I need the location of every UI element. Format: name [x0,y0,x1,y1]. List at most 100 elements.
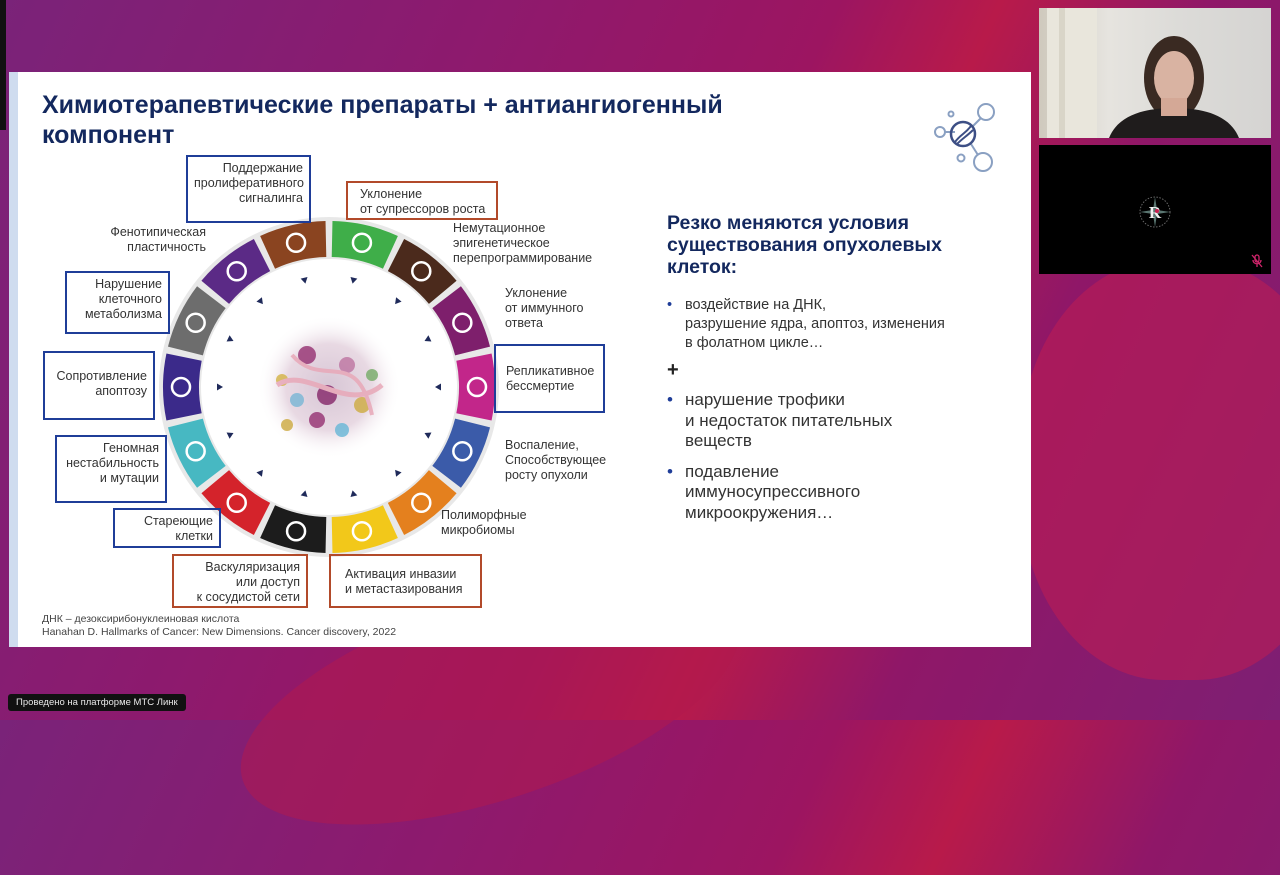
background-edge [0,0,6,130]
arrow-inward-icon [226,335,234,342]
bullet-line: микроокружения… [685,502,834,522]
chromatin-icon [452,312,473,334]
bullet-item: • подавление иммуносупрессивного микроок… [667,462,1017,524]
label-line: Уклонение [360,187,423,201]
label-line: Нарушение [95,277,162,291]
bullet-line: разрушение ядра, апоптоз, изменения [685,316,945,332]
slide-side-strip [9,72,18,647]
arrow-turn-icon [351,232,373,253]
label-polymorphic-microbiomes: Полиморфные микробиомы [441,508,551,538]
bullet-list: • воздействие на ДНК, разрушение ядра, а… [667,296,1017,523]
dna-molecule-icon [934,103,995,172]
pacman-cell-segment [456,353,495,421]
bullet-icon: • [667,461,673,481]
bullet-line: и недостаток питательных [685,410,893,430]
bullet-line: подавление [685,461,780,481]
speaker-video-image [1047,8,1239,138]
label-line: и метастазирования [345,582,463,596]
label-line: Уклонение [505,286,568,300]
blood-vessel-icon [226,492,247,513]
label-line: ответа [505,316,543,330]
label-line: Немутационное [453,221,546,235]
label-line: сигналинга [238,191,303,205]
leaf-icon [185,440,206,462]
label-line: Репликативное [506,364,595,378]
bacteria-segment [331,505,398,553]
mic-muted-icon[interactable] [1251,254,1263,268]
bullet-line: иммуносупрессивного [685,482,861,501]
dna-helix-icon [170,376,192,398]
bullet-item: • воздействие на ДНК, разрушение ядра, а… [667,296,1017,353]
label-vascularization: Васкуляризация или доступ к сосудистой с… [172,554,308,608]
background-shape [1020,260,1280,680]
cross-icon [185,312,206,334]
label-replicative-immortality: Репликативное бессмертие [494,344,605,413]
label-line: или доступ [235,575,300,589]
title-line-1: Химиотерапевтические препараты + антианг… [42,91,723,119]
bullet-item: • нарушение трофики и недостаток питател… [667,390,1017,452]
label-line: пролиферативного [194,176,304,190]
arrow-inward-icon [350,277,358,284]
footnote-abbreviation: ДНК – дезоксирибонуклеиновая кислота [42,613,240,625]
label-line: апоптозу [95,384,147,398]
infinity-segment [432,418,491,488]
bullet-line: нарушение трофики [685,390,845,409]
label-line: пластичность [127,240,206,254]
chromatin-segment [432,286,491,356]
label-line: Активация инвазии [345,567,457,581]
r-compass-logo-icon: R [1139,196,1171,228]
arrow-inward-icon [256,297,263,305]
no-entry-segment [387,238,457,304]
label-line: Геномная [103,441,159,455]
label-phenotypic-plasticity: Фенотипическая пластичность [89,225,206,255]
cross-segment [167,286,226,356]
svg-text:R: R [1149,203,1162,222]
title-line-2: компонент [42,121,175,149]
participant-video-tile[interactable]: R [1039,145,1271,274]
slide-title: Химиотерапевтические препараты + антианг… [42,90,842,150]
label-line: Способствующее [505,453,607,467]
label-line: перепрограммирование [453,251,593,265]
label-apoptosis-resistance: Сопротивление апоптозу [43,351,155,420]
label-line: от иммунного [505,301,584,315]
arrow-inward-icon [395,469,402,477]
flame-segment [387,470,457,536]
arrow-inward-icon [300,490,308,497]
blood-vessel-segment [201,470,271,536]
label-line: клеточного [98,292,162,306]
label-line: и мутации [99,471,159,485]
presentation-slide: Химиотерапевтические препараты + антианг… [9,72,1031,647]
label-tumor-inflammation: Воспаление, Способствующее росту опухоли [505,438,625,483]
label-line: Фенотипическая [110,225,206,239]
bullet-line: в фолатном цикле… [685,335,824,351]
label-line: бессмертие [506,379,575,393]
key-segment [260,221,327,269]
bullet-icon: • [667,390,673,409]
speaker-video-tile[interactable] [1039,8,1271,138]
label-line: клетки [175,529,213,543]
leaf-segment [167,418,226,488]
footnote: ДНК – дезоксирибонуклеиновая кислота Han… [42,613,396,639]
label-senescent-cells: Стареющие клетки [113,508,221,548]
label-line: Сопротивление [56,369,147,383]
label-line: Васкуляризация [205,560,300,574]
bullet-line: воздействие на ДНК, [685,297,827,313]
label-line: к сосудистой сети [196,590,300,604]
invasive-cell-icon [285,521,307,542]
right-heading: Резко меняются условия существования опу… [667,212,997,278]
pacman-cell-icon [466,376,488,398]
heading-line: существования опухолевых [667,234,942,256]
label-genome-instability: Геномная нестабильность и мутации [55,435,167,503]
platform-badge: Проведено на платформе МТС Линк [8,694,186,711]
label-line: Полиморфные [441,508,527,522]
arrow-inward-icon [256,469,263,477]
infinity-icon [452,440,473,462]
label-line: Воспаление, [505,438,579,452]
arrow-inward-icon [424,335,432,342]
arrow-inward-icon [435,383,441,391]
label-line: микробиомы [441,523,515,537]
hallmarks-wheel [159,217,499,557]
label-line: метаболизма [84,307,162,321]
arrow-inward-icon [226,432,234,439]
plus-sign: + [667,359,679,381]
